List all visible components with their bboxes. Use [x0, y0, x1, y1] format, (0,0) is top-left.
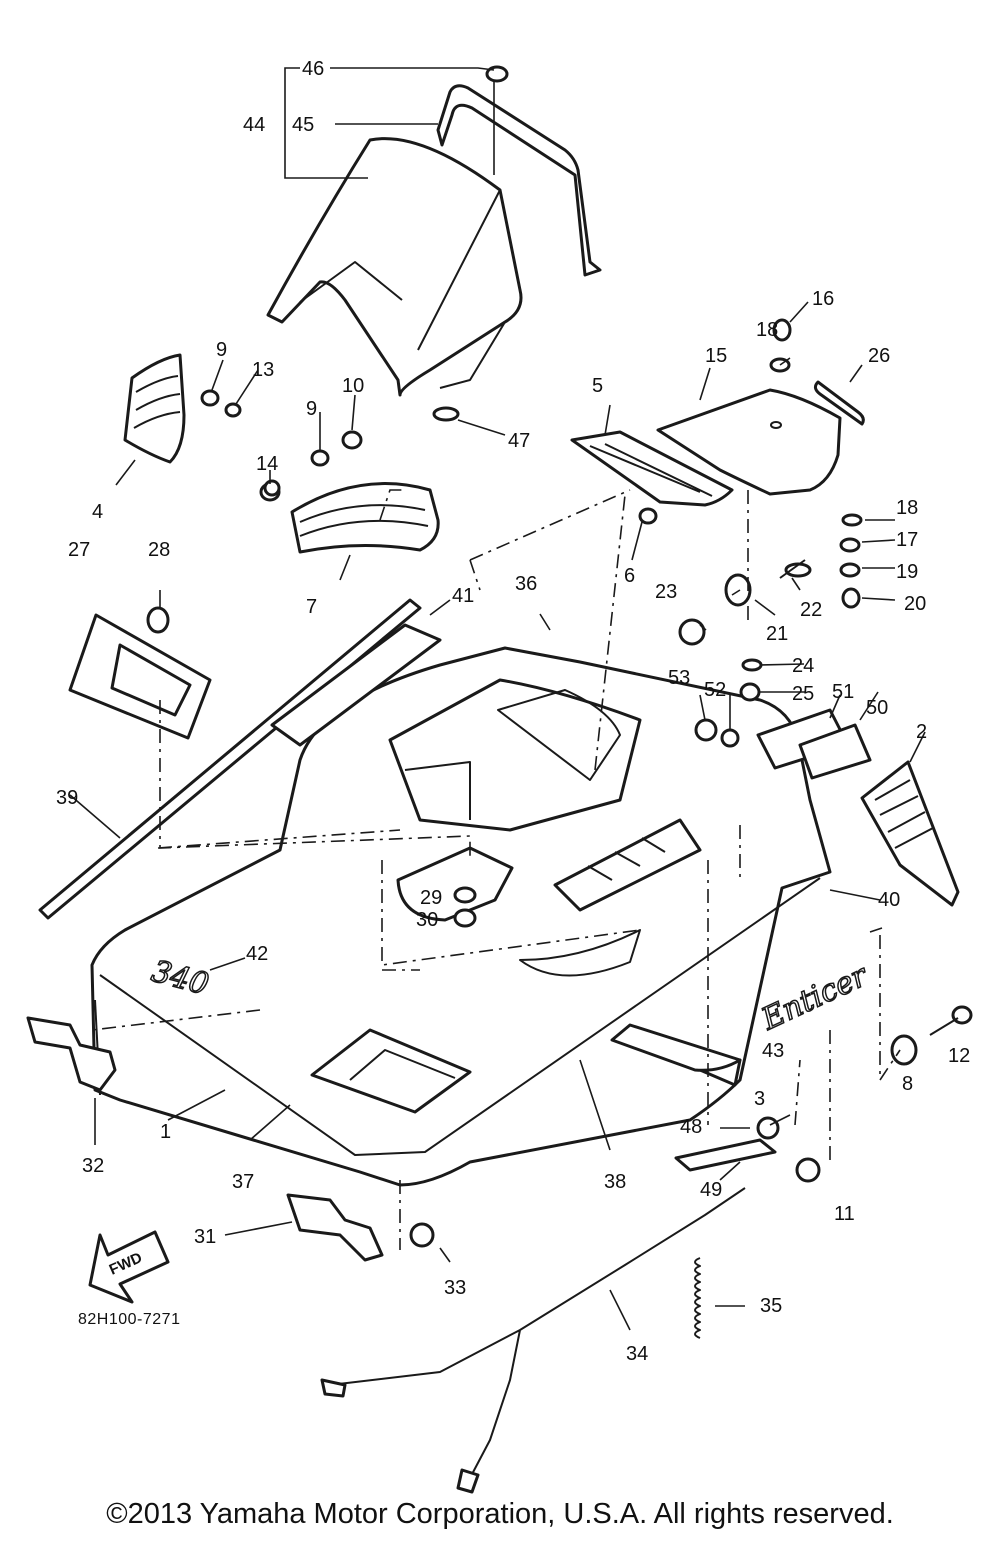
callout-5: 5 — [592, 375, 603, 397]
pad-part — [570, 430, 734, 507]
callout-34: 34 — [626, 1343, 648, 1365]
callout-18: 18 — [756, 319, 778, 341]
callout-46: 46 — [302, 58, 324, 80]
right-grille-part — [860, 760, 960, 907]
side-vent-part — [123, 353, 186, 464]
callout-39: 39 — [56, 787, 78, 809]
hood-logo-label: Enticer — [756, 958, 874, 1038]
front-vent-part — [290, 482, 440, 554]
copyright-notice: ©2013 Yamaha Motor Corporation, U.S.A. A… — [106, 1498, 894, 1530]
callout-15: 15 — [705, 345, 727, 367]
side-grille-part — [68, 613, 212, 740]
callout-13: 13 — [252, 359, 274, 381]
callout-29: 29 — [420, 887, 442, 909]
callout-6: 6 — [624, 565, 635, 587]
callout-3: 3 — [754, 1088, 765, 1110]
rod-part — [813, 380, 865, 426]
callout-40: 40 — [878, 889, 900, 911]
callout-23: 23 — [655, 581, 677, 603]
callout-16: 16 — [812, 288, 834, 310]
trim-rails — [38, 598, 777, 1172]
callout-42: 42 — [246, 943, 268, 965]
callout-22: 22 — [800, 599, 822, 621]
callout-14: 14 — [256, 453, 278, 475]
callout-47: 47 — [508, 430, 530, 452]
callout-27: 27 — [68, 539, 90, 561]
callout-37: 37 — [232, 1171, 254, 1193]
plate-parts — [756, 708, 872, 780]
callout-49: 49 — [700, 1179, 722, 1201]
callout-52: 52 — [704, 679, 726, 701]
callout-4: 4 — [92, 501, 103, 523]
callout-20: 20 — [904, 593, 926, 615]
fwd-arrow-icon: FWD — [88, 1230, 170, 1304]
callout-30: 30 — [416, 909, 438, 931]
callout-21: 21 — [766, 623, 788, 645]
callout-9b: 9 — [306, 398, 317, 420]
callout-7: 7 — [306, 596, 317, 618]
windshield-part — [266, 137, 523, 397]
callout-43: 43 — [762, 1040, 784, 1062]
callout-38: 38 — [604, 1171, 626, 1193]
callout-33: 33 — [444, 1277, 466, 1299]
callout-35: 35 — [760, 1295, 782, 1317]
hinge-parts — [26, 1016, 384, 1262]
callout-1: 1 — [160, 1121, 171, 1143]
callout-28: 28 — [148, 539, 170, 561]
panel-part — [656, 388, 842, 496]
callout-31: 31 — [194, 1226, 216, 1248]
reference-code: 82H100-7271 — [78, 1311, 181, 1328]
callout-2: 2 — [916, 721, 927, 743]
callout-53: 53 — [668, 667, 690, 689]
callout-25: 25 — [792, 683, 814, 705]
callout-50: 50 — [866, 697, 888, 719]
callout-26: 26 — [868, 345, 890, 367]
callout-48: 48 — [680, 1116, 702, 1138]
callout-36: 36 — [515, 573, 537, 595]
callout-32: 32 — [82, 1155, 104, 1177]
small-hardware — [146, 318, 973, 1248]
callout-51: 51 — [832, 681, 854, 703]
callout-12: 12 — [948, 1045, 970, 1067]
callout-10: 10 — [342, 375, 364, 397]
leader-lines — [69, 67, 926, 1331]
windshield-trim-part — [436, 65, 602, 277]
callout-41: 41 — [452, 585, 474, 607]
callout-45: 45 — [292, 114, 314, 136]
callout-19: 19 — [896, 561, 918, 583]
callout-labels: 46 44 45 16 18 26 15 5 9 13 10 9 14 47 4… — [56, 58, 970, 1365]
callout-8: 8 — [902, 1073, 913, 1095]
callout-9: 9 — [216, 339, 227, 361]
cable-part — [320, 1187, 746, 1494]
callout-17: 17 — [896, 529, 918, 551]
callout-11: 11 — [834, 1203, 855, 1225]
callout-18b: 18 — [896, 497, 918, 519]
callout-24: 24 — [792, 655, 814, 677]
callout-44: 44 — [243, 114, 265, 136]
